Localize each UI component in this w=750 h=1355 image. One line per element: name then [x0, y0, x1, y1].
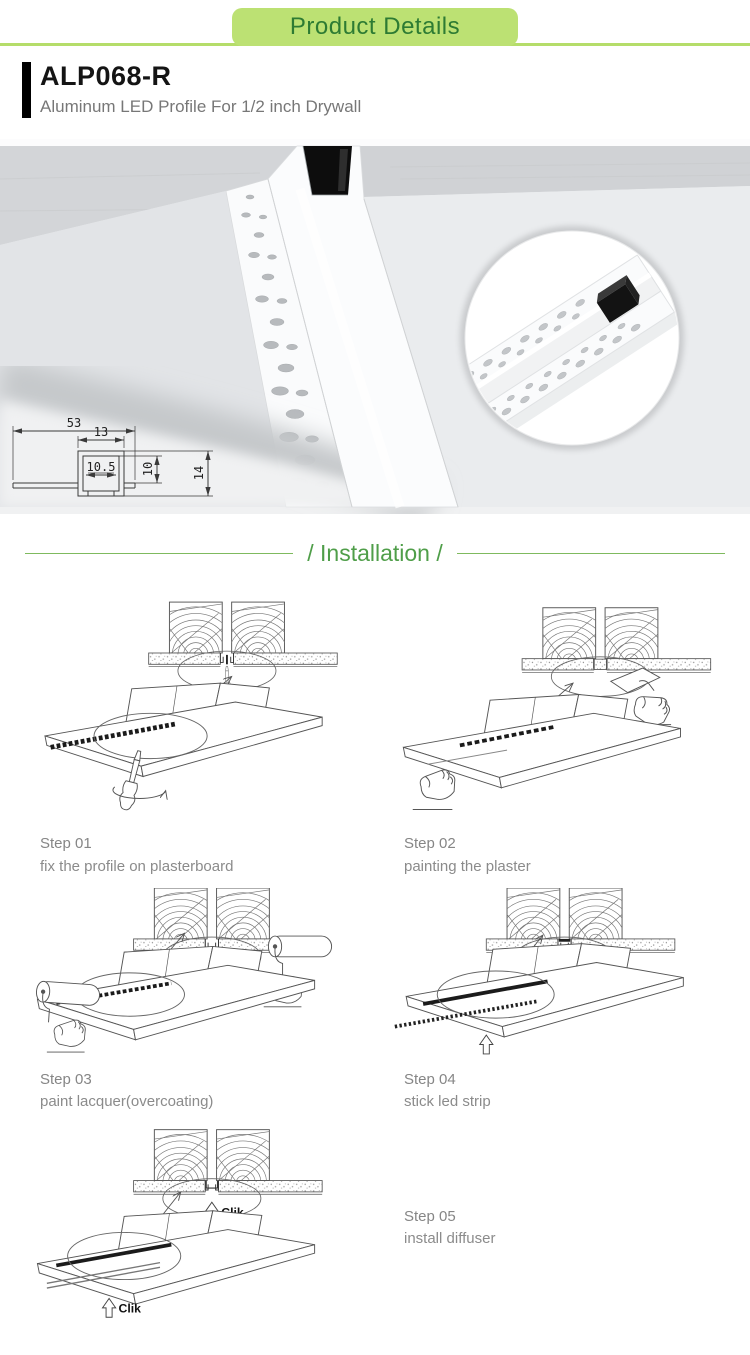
- header: Product Details: [0, 0, 750, 46]
- step-05-caption: Step 05 install diffuser: [404, 1206, 495, 1251]
- divider-line-right: [456, 553, 725, 554]
- step-description: stick led strip: [404, 1093, 491, 1111]
- step-label: Step 01: [40, 835, 92, 853]
- step-label: Step 02: [404, 835, 456, 853]
- dim-profile-height: 14: [192, 466, 206, 480]
- step-label: Step 05: [404, 1207, 456, 1225]
- dim-total-width: 53: [67, 416, 81, 430]
- step-description: fix the profile on plasterboard: [40, 857, 234, 875]
- product-title-block: ALP068-R Aluminum LED Profile For 1/2 in…: [0, 46, 750, 118]
- step-02-caption: Step 02 painting the plaster: [404, 833, 722, 878]
- product-details-banner: Product Details: [232, 8, 518, 46]
- step-04: Step 04 stick led strip: [392, 888, 722, 1113]
- clik-label-main: Clik: [119, 1301, 142, 1315]
- banner-label: Product Details: [289, 13, 461, 40]
- step-description: paint lacquer(overcoating): [40, 1093, 214, 1111]
- installation-heading: / Installation /: [0, 540, 750, 567]
- step-02: Step 02 painting the plaster: [392, 587, 722, 878]
- step-label: Step 03: [40, 1070, 92, 1088]
- product-code: ALP068-R: [40, 61, 172, 91]
- installation-steps: Step 01 fix the profile on plasterboard: [0, 587, 750, 1327]
- step-01: Step 01 fix the profile on plasterboard: [28, 587, 358, 878]
- divider-line-left: [25, 553, 294, 554]
- step-05: Clik Clik: [28, 1124, 358, 1327]
- dim-channel-inner-width: 10.5: [87, 460, 116, 474]
- title-bar-mark: [22, 62, 31, 118]
- step-label: Step 04: [404, 1070, 456, 1088]
- step-01-illustration: [44, 587, 358, 812]
- step-01-caption: Step 01 fix the profile on plasterboard: [40, 833, 358, 878]
- zoom-inset-circle: [460, 226, 684, 450]
- step-04-illustration: [394, 888, 684, 1055]
- installation-heading-label: / Installation /: [307, 540, 443, 566]
- product-render-image: 53 13 10.5 10 14: [0, 139, 750, 514]
- step-03-illustration: [33, 888, 333, 1053]
- product-subtitle: Aluminum LED Profile For 1/2 inch Drywal…: [40, 96, 362, 116]
- step-description: painting the plaster: [404, 857, 531, 875]
- step-03-caption: Step 03 paint lacquer(overcoating): [40, 1069, 358, 1114]
- product-render: 53 13 10.5 10 14: [0, 139, 750, 514]
- step-02-illustration: [402, 587, 722, 810]
- dim-channel-depth: 10: [141, 462, 155, 476]
- dimension-drawing: 53 13 10.5 10 14: [12, 416, 213, 497]
- step-03: Step 03 paint lacquer(overcoating): [28, 888, 358, 1113]
- step-05-illustration: Clik Clik: [36, 1124, 358, 1318]
- step-04-caption: Step 04 stick led strip: [404, 1069, 722, 1114]
- dim-channel-outer-width: 13: [94, 425, 108, 439]
- step-05-caption-cell: Step 05 install diffuser: [392, 1124, 722, 1327]
- step-description: install diffuser: [404, 1230, 496, 1248]
